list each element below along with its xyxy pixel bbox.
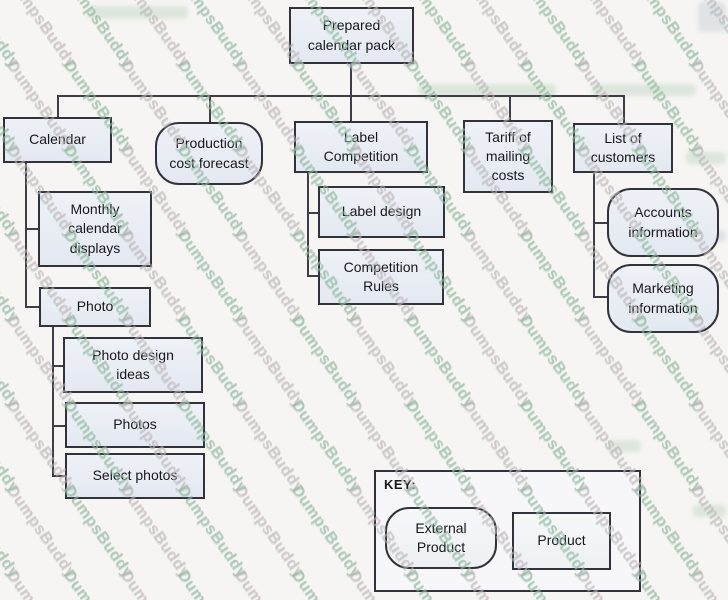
tariff-of-mailing-costs-node: Tariff of mailing costs [463,120,553,193]
watermark-text: DumpsBuddy [0,0,23,72]
label-competition-node: Label Competition [294,121,428,173]
watermark-text: DumpsBuddy [686,567,728,600]
watermark-text: DumpsBuddy [0,227,23,327]
monthly-calendar-displays-node: Monthly calendar displays [38,191,152,267]
watermark-text: DumpsBuddy [59,567,136,600]
watermark-text: DumpsBuddy [2,567,79,600]
connector-line [350,95,352,121]
watermark-text: DumpsBuddy [516,312,593,412]
photo-design-ideas-node: Photo design ideas [63,337,203,393]
watermark-text: DumpsBuddy [0,567,23,600]
watermark-text: DumpsBuddy [573,0,650,72]
watermark-text: DumpsBuddy [116,567,193,600]
watermark-text: DumpsBuddy [345,312,422,412]
photo-node: Photo [39,287,151,327]
connector-line [52,365,63,367]
watermark-text: DumpsBuddy [459,0,536,72]
connector-line [307,173,309,277]
watermark-text: DumpsBuddy [0,312,23,412]
scan-smudge [418,84,556,97]
prepared-calendar-pack-node: Prepared calendar pack [289,7,414,64]
connector-line [52,475,65,477]
watermark-text: DumpsBuddy [287,567,364,600]
watermark-text: DumpsBuddy [0,482,23,582]
watermark-text: DumpsBuddy [687,482,728,582]
scan-smudge [592,84,696,96]
connector-line [52,327,54,477]
connector-line [57,95,59,117]
watermark-text: DumpsBuddy [459,312,536,412]
watermark-text: DumpsBuddy [231,482,308,582]
connector-line [593,173,595,298]
watermark-text: DumpsBuddy [288,397,365,497]
connector-line [52,425,65,427]
watermark-text: DumpsBuddy [174,227,251,327]
photos-node: Photos [65,402,205,448]
watermark-text: DumpsBuddy [231,227,308,327]
scan-smudge [88,6,188,19]
connector-line [307,275,318,277]
select-photos-node: Select photos [65,453,205,499]
connector-line [25,228,38,230]
scan-smudge [607,440,641,452]
watermark-text: DumpsBuddy [0,397,23,497]
connector-line [57,95,625,97]
watermark-text: DumpsBuddy [516,227,593,327]
marketing-information-node: Marketing information [607,264,719,333]
accounts-information-node: Accounts information [607,188,719,257]
connector-line [593,222,607,224]
watermark-text: DumpsBuddy [230,567,307,600]
scan-smudge [693,505,726,517]
connector-line [209,95,211,122]
watermark-text: DumpsBuddy [687,397,728,497]
key-external-product-node: External Product [385,507,497,569]
watermark-text: DumpsBuddy [630,0,707,72]
watermark-text: DumpsBuddy [231,397,308,497]
connector-line [350,64,352,95]
calendar-node: Calendar [3,117,112,163]
watermark-text: DumpsBuddy [288,482,365,582]
watermark-text: DumpsBuddy [516,0,593,72]
watermark-text: DumpsBuddy [3,0,80,72]
watermark-text: DumpsBuddy [687,57,728,157]
watermark-text: DumpsBuddy [459,227,536,327]
list-of-customers-node: List of customers [573,123,673,173]
watermark-text: DumpsBuddy [173,567,250,600]
key-product-node: Product [512,512,611,570]
label-design-node: Label design [318,186,445,238]
scan-smudge [698,2,726,32]
connector-line [307,212,318,214]
watermark-text: DumpsBuddy [231,312,308,412]
scan-smudge [686,152,726,164]
competition-rules-node: Competition Rules [318,249,444,305]
watermark-text: DumpsBuddy [402,312,479,412]
watermark-text: DumpsBuddy [288,312,365,412]
connector-line [593,296,607,298]
connector-line [25,306,39,308]
connector-line [623,95,625,123]
connector-line [25,163,27,308]
connector-line [509,95,511,120]
key-legend-title: KEY: [384,477,417,492]
production-cost-forecast-node: Production cost forecast [155,122,263,185]
